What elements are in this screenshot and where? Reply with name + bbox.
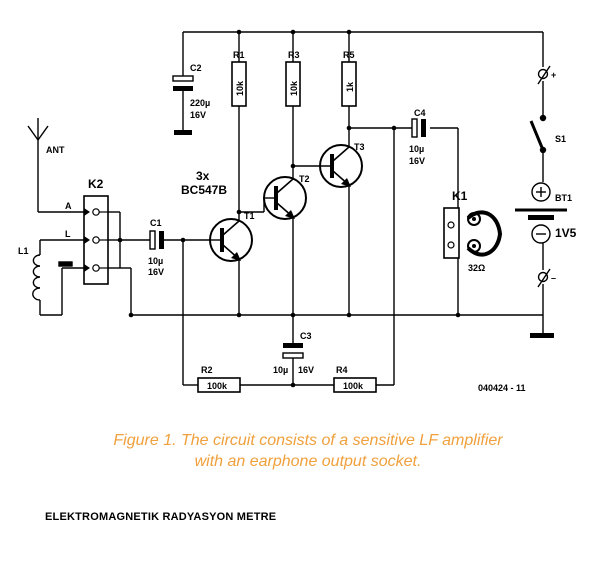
resistor-r1: 10k — [231, 61, 247, 107]
c3-ref: C3 — [300, 331, 312, 341]
caption-line-2: with an earphone output socket. — [194, 453, 422, 470]
r5-value: 1k — [345, 81, 355, 92]
transistor-t1 — [209, 218, 253, 262]
coil-l1-label: L1 — [18, 246, 29, 256]
capacitor-c3 — [282, 343, 304, 359]
r2-ref: R2 — [201, 365, 213, 375]
circuit-schematic: ANT K2 A L L1 C1 10µ 16V C2 220µ 16V 10 — [18, 29, 577, 393]
r5-ref: R5 — [343, 50, 355, 60]
r1-ref: R1 — [233, 50, 245, 60]
minus-label: – — [551, 273, 556, 283]
resistor-r4: 100k — [333, 377, 377, 393]
transistor-type: BC547B — [181, 183, 227, 197]
r4-value: 100k — [343, 381, 364, 391]
battery-voltage: 1V5 — [555, 226, 577, 240]
k1-impedance: 32Ω — [468, 263, 485, 273]
earphone-icon — [466, 210, 503, 257]
c1-ref: C1 — [150, 218, 162, 228]
figure-code: 040424 - 11 — [478, 383, 526, 393]
negative-terminal — [537, 271, 549, 283]
r4-ref: R4 — [336, 365, 348, 375]
pin-l-label: L — [65, 229, 71, 239]
antenna-label: ANT — [46, 145, 65, 155]
c4-ref: C4 — [414, 108, 426, 118]
c2-value: 220µ — [190, 98, 210, 108]
r3-value: 10k — [289, 80, 299, 96]
pin-a-label: A — [65, 201, 72, 211]
t2-label: T2 — [299, 174, 310, 184]
c4-value: 10µ — [409, 144, 424, 154]
c3-value: 10µ — [273, 365, 288, 375]
c4-voltage: 16V — [409, 156, 425, 166]
connector-k2 — [83, 195, 109, 285]
resistor-r3: 10k — [285, 61, 301, 107]
t3-label: T3 — [354, 142, 365, 152]
t1-label: T1 — [244, 211, 255, 221]
battery-label: BT1 — [555, 193, 572, 203]
plus-label: + — [551, 70, 556, 80]
caption-line-1: Figure 1. The circuit consists of a sens… — [113, 432, 503, 449]
battery-bt1 — [515, 182, 567, 244]
antenna-symbol — [27, 118, 49, 141]
c2-voltage: 16V — [190, 110, 206, 120]
r3-ref: R3 — [288, 50, 300, 60]
footer-title: ELEKTROMAGNETIK RADYASYON METRE — [45, 511, 277, 523]
resistor-r2: 100k — [197, 377, 241, 393]
resistor-r5: 1k — [341, 61, 357, 107]
transistor-t2 — [239, 176, 307, 220]
switch-s1 — [529, 114, 547, 154]
c2-ref: C2 — [190, 63, 202, 73]
transistor-t3 — [293, 144, 363, 188]
c1-voltage: 16V — [148, 267, 164, 277]
coil-l1 — [32, 254, 73, 301]
r2-value: 100k — [207, 381, 228, 391]
k1-label: K1 — [452, 189, 468, 203]
c1-value: 10µ — [148, 256, 163, 266]
connector-k2-label: K2 — [88, 177, 104, 191]
figure-caption: Figure 1. The circuit consists of a sens… — [0, 430, 616, 472]
transistor-count: 3x — [196, 169, 210, 183]
positive-terminal — [537, 68, 549, 80]
capacitor-c2 — [172, 75, 194, 135]
switch-s1-label: S1 — [555, 134, 566, 144]
capacitor-c4 — [411, 118, 426, 138]
c3-voltage: 16V — [298, 365, 314, 375]
capacitor-c1 — [149, 230, 164, 250]
earphone-socket-k1 — [443, 207, 460, 259]
ground-symbol — [530, 333, 554, 338]
r1-value: 10k — [235, 80, 245, 96]
